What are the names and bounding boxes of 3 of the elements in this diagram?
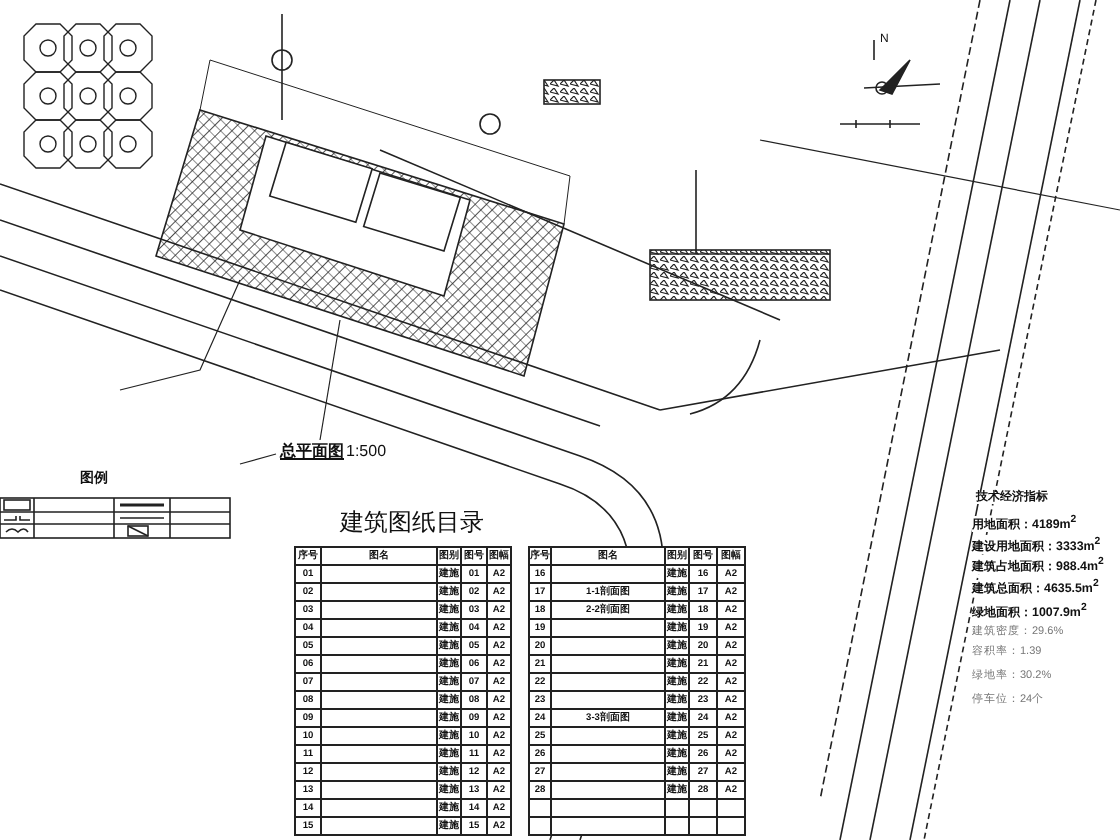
drawing-title: 总平面图: [280, 444, 344, 460]
table-title: 建筑图纸目录: [340, 510, 484, 534]
scale-label: 1:500: [346, 444, 387, 460]
